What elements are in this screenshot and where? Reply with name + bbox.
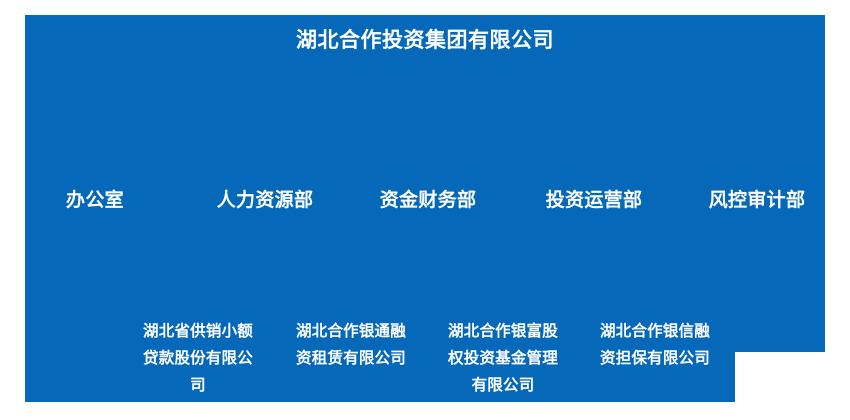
subsidiary-node-1: 湖北省供销小额贷款股份有限公司: [139, 318, 257, 399]
department-label: 办公室: [66, 190, 124, 211]
department-node-4: 投资运营部: [546, 188, 643, 214]
department-node-2: 人力资源部: [217, 188, 314, 214]
org-root-label: 湖北合作投资集团有限公司: [296, 29, 554, 52]
department-label: 资金财务部: [379, 190, 477, 211]
subsidiary-label: 湖北合作银富股权投资基金管理有限公司: [448, 323, 558, 394]
department-label: 风控审计部: [708, 190, 806, 211]
department-label: 人力资源部: [216, 190, 314, 211]
chart-background-panel: [25, 15, 825, 402]
subsidiary-node-4: 湖北合作银信融资担保有限公司: [596, 318, 714, 372]
department-row: 办公室 人力资源部 资金财务部 投资运营部 风控审计部: [0, 188, 850, 216]
subsidiary-label: 湖北合作银通融资租赁有限公司: [296, 323, 406, 367]
subsidiary-node-3: 湖北合作银富股权投资基金管理有限公司: [444, 318, 562, 399]
department-node-5: 风控审计部: [709, 188, 806, 214]
department-node-1: 办公室: [66, 188, 124, 214]
org-root-node: 湖北合作投资集团有限公司: [0, 27, 850, 55]
department-label: 投资运营部: [545, 190, 643, 211]
department-node-3: 资金财务部: [380, 188, 477, 214]
subsidiary-label: 湖北省供销小额贷款股份有限公司: [143, 323, 253, 394]
subsidiary-node-2: 湖北合作银通融资租赁有限公司: [292, 318, 410, 372]
subsidiary-label: 湖北合作银信融资担保有限公司: [600, 323, 710, 367]
subsidiary-row: 湖北省供销小额贷款股份有限公司 湖北合作银通融资租赁有限公司 湖北合作银富股权投…: [0, 318, 850, 403]
